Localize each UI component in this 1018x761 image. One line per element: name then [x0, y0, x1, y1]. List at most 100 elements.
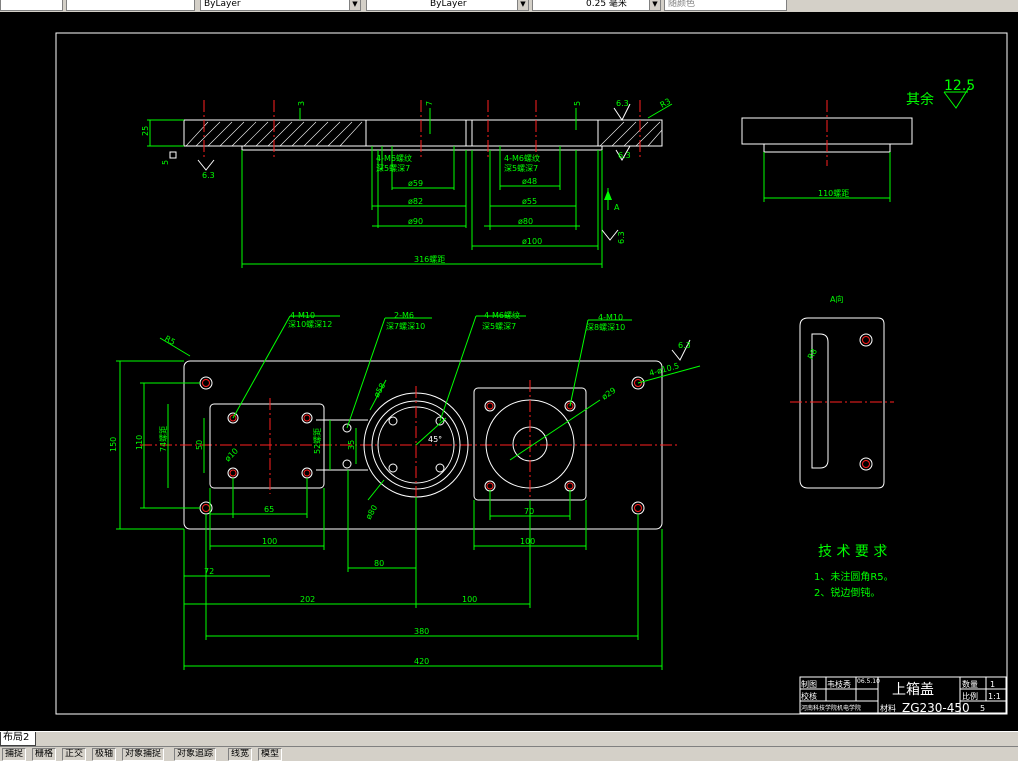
dim-r3: R3 — [659, 97, 673, 110]
dim-d80: ø80 — [364, 503, 379, 521]
linewidth-value: 0.25 毫米 — [586, 0, 627, 9]
dim-380: 380 — [414, 627, 429, 636]
tb-material: ZG230-450 — [902, 701, 970, 715]
dim-3: 3 — [297, 101, 306, 106]
dim-7: 7 — [425, 101, 434, 106]
view-a-label: A向 — [830, 294, 843, 304]
dim-d90: ø90 — [408, 217, 423, 226]
plotstyle-dropdown[interactable]: 随颜色 — [664, 0, 787, 11]
tb-scale-value: 1:1 — [988, 692, 1001, 701]
title-block: 制图 韦枝秀 06.5.10 校核 河南科技学院机电学院 上箱盖 材料 ZG23… — [799, 676, 1007, 715]
tech-req-title: 技 术 要 求 — [818, 544, 887, 560]
tb-page: 5 — [980, 704, 985, 713]
dim-100a: 100 — [262, 537, 277, 546]
tb-qty-value: 1 — [990, 680, 995, 689]
dim-70: 70 — [524, 507, 534, 516]
dim-74: 74螺距 — [158, 426, 168, 452]
layout-tabbar: 布局2 — [0, 731, 1018, 746]
hole-callouts: 4-M10 深10螺深12 2-M6 深7螺深10 4-M6螺纹 深5螺深7 4… — [232, 310, 632, 429]
hole-note-1b: 深10螺深12 — [288, 319, 332, 329]
dim-110: 110 — [135, 435, 144, 450]
properties-toolbar: ByLayer ▼ ByLayer ▼ 0.25 毫米 ▼ 随颜色 — [0, 0, 1018, 13]
top-view-dims: 150 110 74螺距 50 52螺距 35 65 100 72 80 202… — [109, 334, 701, 670]
grid-toggle[interactable]: 栅格 — [32, 748, 57, 761]
dim-316: 316螺距 — [414, 254, 445, 264]
linewidth-dropdown[interactable]: 0.25 毫米 ▼ — [532, 0, 661, 11]
roughness-label: 其余 — [906, 91, 934, 108]
lineweight-toggle[interactable]: 线宽 — [228, 748, 253, 761]
tech-req-item-2: 2、锐边倒钝。 — [814, 586, 880, 599]
hole-note-4b: 深8螺深10 — [586, 322, 625, 332]
osnap-toggle[interactable]: 对象捕捉 — [122, 748, 165, 761]
dim-25: 25 — [141, 126, 150, 136]
lineweight-value: ByLayer — [430, 0, 467, 9]
dim-d10: ø10 — [223, 446, 240, 463]
chevron-down-icon[interactable]: ▼ — [349, 0, 360, 10]
tb-drawn-name: 韦枝秀 — [827, 679, 851, 689]
dim-roughness-e: 6.3 — [678, 341, 691, 350]
section-note-2b: 深5螺深7 — [504, 163, 538, 173]
view-a: A向 R8 — [790, 294, 894, 489]
dim-35: 35 — [347, 440, 356, 450]
dim-r5: R5 — [163, 334, 177, 347]
section-note-2a: 4-M6螺纹 — [504, 153, 540, 163]
drawing-canvas[interactable]: 25 5 3 7 5 6.3 6.3 6.3 R3 4-M6螺纹 深5螺深7 4… — [0, 12, 1018, 731]
dim-r8: R8 — [806, 347, 819, 361]
dim-d48: ø48 — [522, 177, 537, 186]
dim-50: 50 — [195, 440, 204, 450]
tb-material-label: 材料 — [880, 703, 896, 713]
dim-d80b: ø80 — [518, 217, 533, 226]
dim-100c: 100 — [520, 537, 535, 546]
hole-note-1a: 4-M10 — [290, 311, 315, 320]
dim-d82: ø82 — [408, 197, 423, 206]
model-toggle[interactable]: 模型 — [258, 748, 283, 761]
hole-note-3a: 4-M6螺纹 — [484, 310, 520, 320]
hole-note-3b: 深5螺深7 — [482, 321, 516, 331]
dim-420: 420 — [414, 657, 429, 666]
chevron-down-icon[interactable]: ▼ — [517, 0, 528, 10]
layer-dropdown[interactable] — [0, 0, 63, 11]
linetype-dropdown[interactable]: ByLayer ▼ — [200, 0, 361, 11]
linetype-value: ByLayer — [204, 0, 241, 9]
dim-202: 202 — [300, 595, 315, 604]
tb-date: 06.5.10 — [857, 678, 880, 685]
lineweight-dropdown[interactable]: ByLayer ▼ — [366, 0, 529, 11]
dim-d58: ø58 — [372, 381, 387, 399]
tb-title: 上箱盖 — [892, 682, 934, 698]
tb-drawn-label: 制图 — [801, 679, 817, 689]
dim-d59: ø59 — [408, 179, 423, 188]
dim-110b: 110螺距 — [818, 188, 849, 198]
dim-72: 72 — [204, 567, 214, 576]
snap-toggle[interactable]: 捕捉 — [2, 748, 27, 761]
tb-school: 河南科技学院机电学院 — [801, 704, 861, 712]
tb-check-label: 校核 — [801, 691, 817, 701]
dim-5b: 5 — [573, 101, 582, 106]
tab-layout2-label: 布局2 — [3, 732, 30, 743]
tech-requirements: 技 术 要 求 1、未注圆角R5。 2、锐边倒钝。 — [814, 544, 894, 599]
tb-scale-label: 比例 — [962, 691, 978, 701]
polar-toggle[interactable]: 极轴 — [92, 748, 117, 761]
tab-layout2[interactable]: 布局2 — [0, 732, 37, 746]
tb-qty-label: 数量 — [962, 679, 978, 689]
dim-d29: ø29 — [600, 386, 618, 402]
hole-note-4a: 4-M10 — [598, 313, 623, 322]
dim-d100: ø100 — [522, 237, 542, 246]
hole-note-2b: 深7螺深10 — [386, 321, 425, 331]
side-view: 110螺距 — [741, 100, 913, 202]
dim-roughness-b: 6.3 — [618, 151, 631, 160]
chevron-down-icon[interactable]: ▼ — [649, 0, 660, 10]
dim-80: 80 — [374, 559, 384, 568]
section-view: 25 5 3 7 5 6.3 6.3 6.3 R3 4-M6螺纹 深5螺深7 4… — [141, 97, 673, 268]
dim-52: 52螺距 — [312, 428, 322, 454]
status-bar: 捕捉 栅格 正交 极轴 对象捕捉 对象追踪 线宽 模型 — [0, 746, 1018, 761]
dim-65: 65 — [264, 505, 274, 514]
section-note-1b: 深5螺深7 — [376, 163, 410, 173]
otrack-toggle[interactable]: 对象追踪 — [174, 748, 217, 761]
ortho-toggle[interactable]: 正交 — [62, 748, 87, 761]
dim-roughness-a: 6.3 — [616, 99, 629, 108]
sheet-border — [55, 32, 1008, 715]
dim-roughness-c: 6.3 — [202, 171, 215, 180]
plotstyle-value: 随颜色 — [668, 0, 696, 9]
dim-a: A — [614, 203, 620, 212]
color-dropdown[interactable] — [66, 0, 195, 11]
